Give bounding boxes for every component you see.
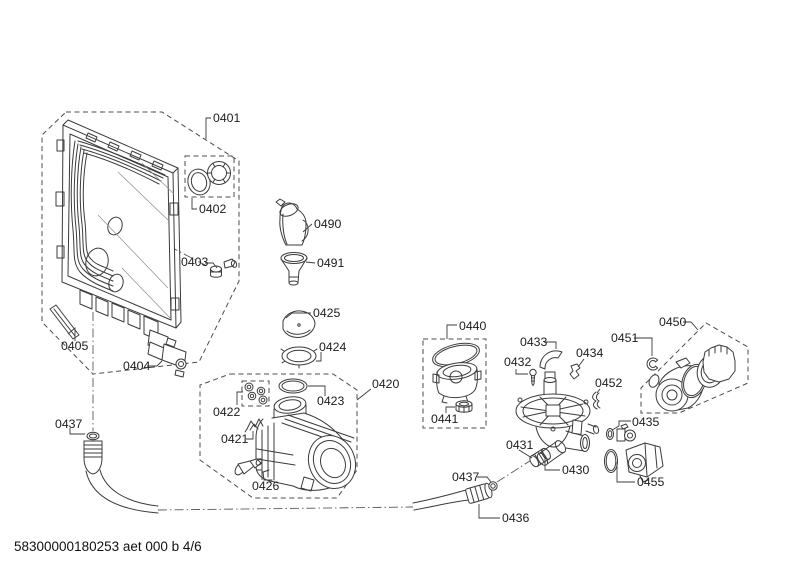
leader-0426 (256, 469, 263, 480)
part-label-0437-left: 0437 (55, 417, 83, 431)
leader-0440 (446, 324, 457, 339)
leader-0431 (518, 449, 533, 459)
leader-0490 (302, 223, 313, 233)
leader-0404 (147, 360, 163, 367)
cap-0425 (282, 310, 316, 338)
leader-0437-right (477, 476, 492, 483)
heat-exchanger-panel (55, 119, 182, 353)
leader-0434 (577, 358, 585, 368)
part-label-0405: 0405 (61, 339, 89, 353)
sump-0430 (515, 371, 600, 466)
leader-0436 (478, 504, 500, 519)
leader-0421 (246, 431, 254, 440)
document-code: 58300000180253 aet 000 b 4/6 (14, 539, 202, 554)
leader-0402 (191, 198, 197, 210)
leader-0430 (544, 455, 560, 471)
leader-0441 (445, 406, 455, 413)
part-label-0452: 0452 (595, 376, 623, 390)
part-label-0401: 0401 (213, 111, 241, 125)
leader-0452 (596, 388, 601, 394)
group-outline-0401 (41, 111, 240, 375)
part-label-0421: 0421 (221, 432, 249, 446)
inlet-assembly-0440 (432, 342, 482, 413)
left-hose-assembly (83, 431, 159, 514)
part-label-0432: 0432 (504, 355, 532, 369)
union-nut-0431 (529, 447, 551, 468)
part-label-0403: 0403 (181, 255, 209, 269)
leader-0432 (515, 369, 528, 375)
leader-0435b (611, 425, 620, 431)
leader-0437-left (69, 428, 85, 435)
leader-0433 (544, 341, 557, 349)
leader-0423 (308, 385, 326, 396)
part-label-0423: 0423 (317, 394, 345, 408)
leader-0401 (205, 117, 211, 139)
dosing-jug-0490 (275, 198, 309, 246)
leader-0424 (316, 352, 322, 362)
part-label-0402: 0402 (199, 202, 227, 216)
valve-0404 (147, 337, 187, 378)
part-label-0437-right: 0437 (452, 470, 480, 484)
part-label-0426: 0426 (252, 479, 280, 493)
leader-0422 (236, 391, 243, 405)
part-label-0440: 0440 (459, 319, 487, 333)
clip-0452 (592, 391, 601, 410)
group-outline-0422 (241, 380, 270, 407)
part-label-0431: 0431 (506, 438, 534, 452)
part-label-0455: 0455 (637, 475, 665, 489)
part-label-0433: 0433 (520, 335, 548, 349)
clip-0434 (569, 363, 581, 380)
part-label-0435: 0435 (632, 415, 660, 429)
seal-kit-0402 (187, 161, 231, 196)
part-label-0420: 0420 (372, 377, 400, 391)
circulation-pump-0450 (648, 344, 736, 412)
leader-lines (67, 117, 699, 519)
leader-0451 (634, 337, 653, 356)
part-label-0404: 0404 (123, 359, 151, 373)
gasket-0433 (539, 350, 563, 370)
funnel-0491 (280, 252, 308, 286)
leader-0450 (683, 321, 699, 331)
leader-0405 (67, 327, 76, 341)
fitting-0435 (606, 423, 636, 442)
leader-0435 (618, 420, 631, 426)
group-outline-0420 (199, 373, 358, 499)
drain-pump-0455 (604, 442, 664, 483)
part-label-0424: 0424 (319, 340, 347, 354)
part-label-0441: 0441 (431, 412, 459, 426)
group-outline-0440 (422, 338, 487, 429)
screw-0432 (529, 368, 537, 386)
part-label-0491: 0491 (317, 256, 345, 270)
part-label-0425: 0425 (313, 306, 341, 320)
part-label-0451: 0451 (611, 331, 639, 345)
part-label-0434: 0434 (576, 346, 604, 360)
part-labels: 0401 0402 0403 0404 0405 0437 0490 0491 … (55, 111, 687, 525)
leader-0420 (356, 388, 372, 401)
part-label-0422: 0422 (213, 405, 241, 419)
fittings-0403 (210, 258, 238, 278)
leader-0455 (616, 462, 635, 483)
seal-ring-0424 (280, 346, 318, 369)
water-softener-0420 (234, 378, 357, 492)
leader-0491 (305, 261, 316, 264)
clamp-0451 (646, 357, 659, 371)
right-hose-assembly (412, 481, 498, 511)
leader-0403 (205, 262, 218, 269)
group-outline-0402 (184, 155, 235, 198)
leader-0425 (285, 312, 311, 319)
part-label-0430: 0430 (562, 463, 590, 477)
part-label-0450: 0450 (659, 315, 687, 329)
part-label-0436: 0436 (502, 511, 530, 525)
part-label-0490: 0490 (314, 217, 342, 231)
group-outline-0450 (640, 322, 749, 414)
